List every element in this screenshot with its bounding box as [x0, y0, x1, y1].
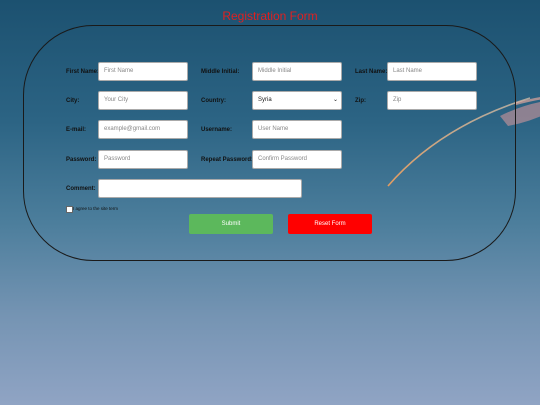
comment-label: Comment: — [66, 186, 96, 192]
submit-button[interactable]: Submit — [189, 214, 273, 234]
username-label: Username: — [201, 127, 233, 133]
password-input[interactable]: Password — [98, 150, 188, 169]
chevron-down-icon: ⌄ — [332, 97, 338, 103]
zip-input[interactable]: Zip — [387, 91, 477, 110]
repeat-password-input[interactable]: Confirm Password — [252, 150, 342, 169]
middle-initial-input[interactable]: Middle Initial — [252, 62, 342, 81]
page-title: Registration Form — [222, 9, 318, 23]
last-name-label: Last Name: — [355, 69, 388, 75]
city-label: City: — [66, 98, 80, 104]
email-label: E-mail: — [66, 127, 87, 133]
middle-initial-label: Middle Initial: — [201, 69, 240, 75]
comment-textarea[interactable] — [98, 179, 302, 198]
last-name-input[interactable]: Last Name — [387, 62, 477, 81]
first-name-label: First Name: — [66, 69, 100, 75]
username-input[interactable]: User Name — [252, 120, 342, 139]
agree-label: I agree to the site term — [73, 206, 119, 211]
password-label: Password: — [66, 157, 97, 163]
country-select[interactable]: Syria ⌄ — [252, 91, 342, 110]
email-input[interactable]: example@gmail.com — [98, 120, 188, 139]
zip-label: Zip: — [355, 98, 366, 104]
country-select-value: Syria — [258, 97, 272, 103]
form-panel — [23, 25, 516, 261]
reset-form-button[interactable]: Reset Form — [288, 214, 372, 234]
repeat-password-label: Repeat Password: — [201, 157, 254, 163]
country-label: Country: — [201, 98, 226, 104]
city-input[interactable]: Your City — [98, 91, 188, 110]
agree-checkbox[interactable] — [66, 206, 73, 213]
first-name-input[interactable]: First Name — [98, 62, 188, 81]
